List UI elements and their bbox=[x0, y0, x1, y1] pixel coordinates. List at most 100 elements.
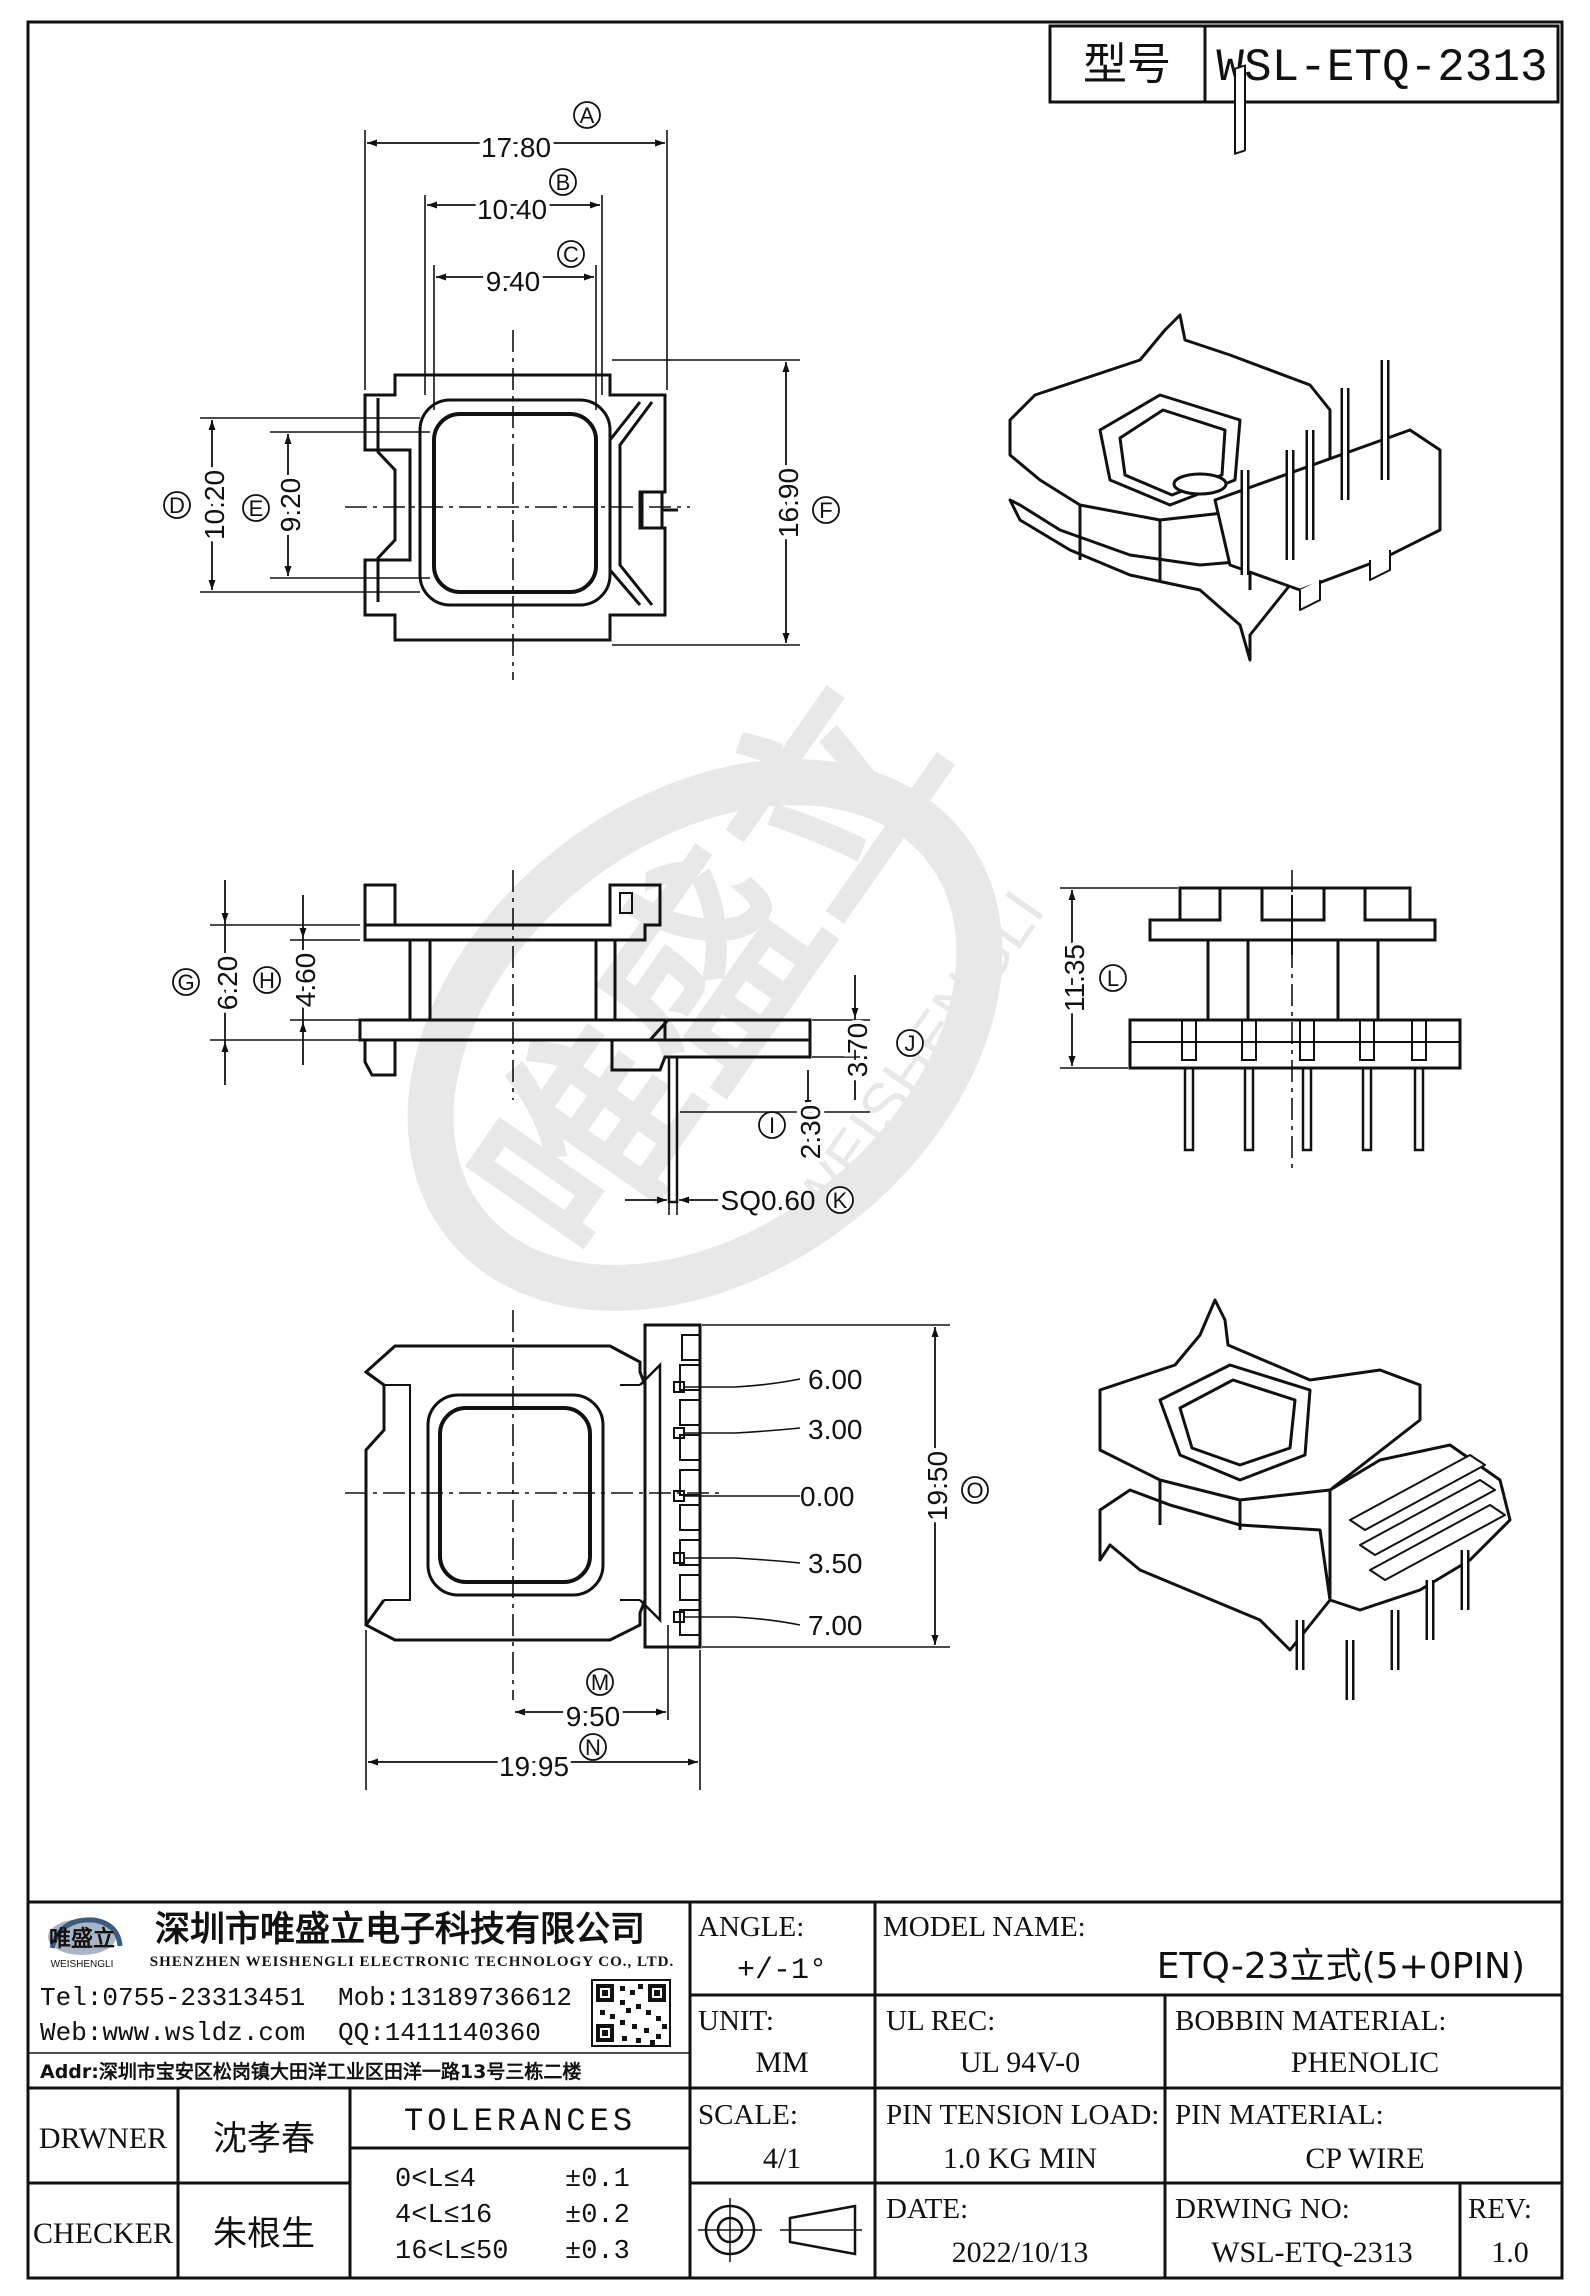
dim-I-value: 2.30 bbox=[795, 1105, 826, 1160]
dim-J: 3.70 J bbox=[838, 975, 924, 1100]
tol-value-3: ±0.3 bbox=[565, 2237, 630, 2267]
pin-tension-label: PIN TENSION LOAD: bbox=[886, 2099, 1159, 2131]
dim-A-letter: A bbox=[580, 103, 595, 128]
drawer-label: DRWNER bbox=[39, 2122, 167, 2155]
drawing-no-label: DRWING NO: bbox=[1175, 2193, 1350, 2225]
company-name-cn: 深圳市唯盛立电子科技有限公司 bbox=[155, 1910, 645, 1950]
isometric-view-bottom bbox=[1098, 1298, 1512, 1700]
date-label: DATE: bbox=[886, 2193, 968, 2225]
model-box-label: 型号 bbox=[1083, 39, 1171, 90]
watermark: 唯盛立 WEISHENGLI bbox=[407, 640, 1058, 1311]
model-box: 型号 WSL-ETQ-2313 bbox=[1048, 24, 1560, 104]
tol-value-1: ±0.1 bbox=[565, 2165, 630, 2195]
bobbin-material-value: PHENOLIC bbox=[1291, 2046, 1439, 2079]
dim-O-letter: O bbox=[966, 1478, 983, 1503]
model-box-value: WSL-ETQ-2313 bbox=[1216, 42, 1547, 94]
pin-offset-1: 6.00 bbox=[808, 1364, 863, 1395]
dim-G-value: 6.20 bbox=[212, 956, 243, 1011]
side-view bbox=[358, 883, 812, 1204]
company-logo: 唯盛立 WEISHENGLI bbox=[48, 1917, 123, 1970]
dim-C-letter: C bbox=[563, 242, 579, 267]
dim-L-letter: L bbox=[1107, 966, 1119, 991]
unit-value: MM bbox=[755, 2046, 808, 2079]
tol-range-3: 16<L≤50 bbox=[395, 2237, 508, 2267]
dim-D-letter: D bbox=[169, 493, 185, 518]
dim-M-value: 9.50 bbox=[566, 1701, 621, 1732]
dim-I-letter: I bbox=[769, 1113, 775, 1138]
dim-N-letter: N bbox=[585, 1735, 601, 1760]
company-name-en: SHENZHEN WEISHENGLI ELECTRONIC TECHNOLOG… bbox=[150, 1954, 674, 1970]
pin-leaders bbox=[684, 1378, 801, 1626]
dim-D-value: 10.20 bbox=[199, 470, 230, 540]
scale-label: SCALE: bbox=[698, 2099, 798, 2131]
dim-N: 19.95 N bbox=[368, 1733, 698, 1786]
pin-offset-2: 3.00 bbox=[808, 1414, 863, 1445]
dim-E-letter: E bbox=[249, 496, 264, 521]
ul-rec-label: UL REC: bbox=[886, 2005, 995, 2037]
bobbin-material-label: BOBBIN MATERIAL: bbox=[1175, 2005, 1446, 2037]
company-web: Web:www.wsldz.com bbox=[40, 2018, 305, 2048]
dim-K-value: SQ0.60 bbox=[721, 1185, 816, 1216]
company-tel: Tel:0755-23313451 bbox=[40, 1983, 305, 2013]
pin-material-label: PIN MATERIAL: bbox=[1175, 2099, 1384, 2131]
dim-A: 17.80 A bbox=[367, 101, 665, 167]
ul-rec-value: UL 94V-0 bbox=[960, 2046, 1080, 2079]
dim-E-value: 9.20 bbox=[275, 478, 306, 533]
top-view bbox=[363, 373, 678, 642]
company-addr: Addr:深圳市宝安区松岗镇大田洋工业区田洋一路13号三栋二楼 bbox=[40, 2060, 581, 2083]
rev-label: REV: bbox=[1468, 2193, 1532, 2225]
company-mob: Mob:13189736612 bbox=[338, 1983, 572, 2013]
dim-B-value: 10.40 bbox=[477, 194, 547, 225]
bottom-view-centerlines bbox=[345, 1310, 720, 1700]
dim-L-value: 11.35 bbox=[1059, 944, 1090, 1012]
model-name-value: ETQ-23立式(5+0PIN) bbox=[1157, 1946, 1525, 1987]
isometric-view-top bbox=[1008, 64, 1442, 662]
dim-F-value: 16.90 bbox=[773, 468, 804, 538]
dim-F: 16.90 F bbox=[769, 362, 840, 643]
tolerances-title: TOLERANCES bbox=[404, 2103, 636, 2140]
bottom-view bbox=[363, 1323, 702, 1649]
dim-G: 6.20 G bbox=[172, 880, 247, 1085]
dim-K-letter: K bbox=[833, 1188, 848, 1213]
top-view-extension-lines bbox=[200, 130, 800, 646]
date-value: 2022/10/13 bbox=[952, 2236, 1089, 2269]
bottom-view-extension-lines bbox=[365, 1324, 950, 1790]
qr-code bbox=[591, 1979, 671, 2047]
dim-A-value: 17.80 bbox=[481, 132, 551, 163]
watermark-cn: 唯盛立 bbox=[430, 640, 992, 1297]
dim-O-value: 19.50 bbox=[922, 1451, 953, 1521]
front-view bbox=[1128, 886, 1462, 1152]
dim-M-letter: M bbox=[591, 1670, 609, 1695]
dim-H: 4.60 H bbox=[253, 895, 325, 1065]
scale-value: 4/1 bbox=[763, 2142, 801, 2175]
dim-O: 19.50 O bbox=[918, 1327, 989, 1645]
pin-material-value: CP WIRE bbox=[1305, 2142, 1424, 2175]
company-logo-en: WEISHENGLI bbox=[51, 1959, 114, 1970]
dim-C-value: 9.40 bbox=[486, 266, 541, 297]
company-qq: QQ:1411140360 bbox=[338, 2018, 541, 2048]
pin-offset-5: 7.00 bbox=[808, 1610, 863, 1641]
dim-E: 9.20 E bbox=[242, 434, 310, 576]
angle-value: +/-1° bbox=[737, 1954, 827, 1988]
rev-value: 1.0 bbox=[1491, 2236, 1529, 2269]
dim-C: 9.40 C bbox=[436, 240, 594, 301]
side-view-extension-lines bbox=[210, 924, 870, 1215]
dim-N-value: 19.95 bbox=[499, 1751, 569, 1782]
company-logo-cn: 唯盛立 bbox=[49, 1926, 115, 1952]
dim-I: 2.30 I bbox=[758, 1070, 830, 1163]
dim-J-value: 3.70 bbox=[842, 1023, 873, 1078]
pin-offset-4: 3.50 bbox=[808, 1548, 863, 1579]
angle-label: ANGLE: bbox=[698, 1911, 804, 1943]
unit-label: UNIT: bbox=[698, 2005, 774, 2037]
dim-B-letter: B bbox=[556, 170, 571, 195]
model-name-label: MODEL NAME: bbox=[883, 1911, 1086, 1943]
projection-symbol bbox=[698, 2198, 862, 2262]
dim-B: 10.40 B bbox=[427, 168, 600, 229]
dim-K: SQ0.60 K bbox=[625, 1185, 854, 1216]
dim-H-value: 4.60 bbox=[290, 953, 321, 1008]
dim-F-letter: F bbox=[819, 498, 832, 523]
dim-L: 11.35 L bbox=[1055, 890, 1127, 1066]
tol-range-1: 0<L≤4 bbox=[395, 2165, 476, 2195]
pin-offset-3: 0.00 bbox=[800, 1481, 855, 1512]
dim-G-letter: G bbox=[177, 970, 194, 995]
